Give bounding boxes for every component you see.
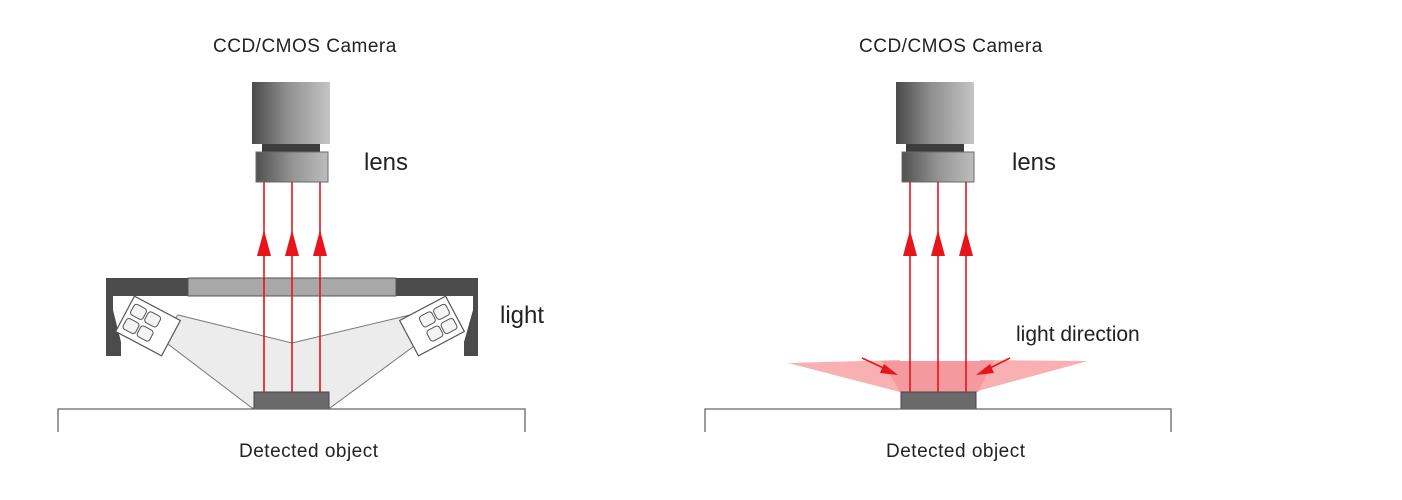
left-ray-arrowhead (257, 230, 271, 256)
right-ray-arrowhead (903, 230, 917, 256)
right-light-arrowhead-left (880, 364, 898, 375)
left-panel (57, 82, 526, 432)
right-light-direction-label: light direction (1016, 323, 1140, 346)
left-reflected-rays (257, 182, 327, 392)
right-lens-ring (906, 144, 964, 152)
right-light-fan-left (788, 360, 904, 392)
right-camera (896, 82, 975, 183)
right-ray-arrowhead (931, 230, 945, 256)
left-object-label: Detected object (239, 441, 379, 462)
right-object-label: Detected object (886, 441, 1026, 462)
right-lens (901, 151, 975, 183)
left-led-module-left (114, 295, 182, 357)
right-light-fan-right (970, 360, 1088, 392)
right-ray-arrowhead (959, 230, 973, 256)
left-camera-body (252, 82, 330, 144)
right-camera-body (896, 82, 974, 144)
right-object-base (704, 408, 1172, 432)
left-camera-label: CCD/CMOS Camera (213, 36, 397, 57)
right-light-arrowhead-right (976, 364, 994, 375)
left-object-base (57, 408, 526, 432)
right-panel (704, 82, 1172, 432)
right-camera-label: CCD/CMOS Camera (859, 36, 1043, 57)
right-lens-label: lens (1012, 149, 1057, 176)
left-ray-arrowhead (285, 230, 299, 256)
left-lens-label: lens (364, 149, 409, 176)
right-reflected-rays (903, 182, 973, 392)
left-light-housing (106, 278, 478, 356)
left-lens (255, 151, 329, 183)
right-light-direction-arrows (861, 357, 1011, 375)
left-led-module-right (398, 295, 466, 357)
right-object-sample (900, 391, 977, 410)
left-camera (252, 82, 330, 183)
left-lens-ring (262, 144, 320, 152)
left-light-label: light (500, 302, 545, 329)
left-ray-arrowhead (313, 230, 327, 256)
left-object-sample (253, 391, 330, 410)
